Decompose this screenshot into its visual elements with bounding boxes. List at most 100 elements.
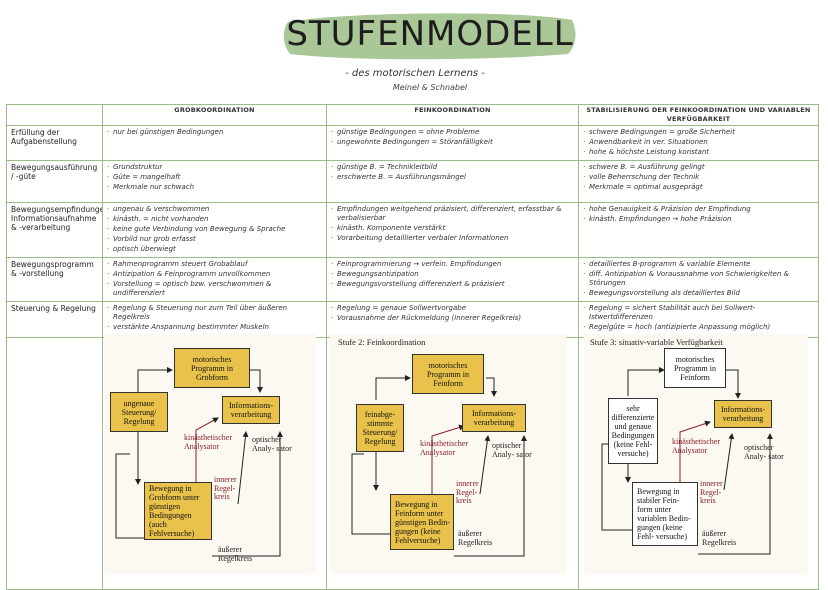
cell-item: ungenau & verschwommen bbox=[107, 205, 322, 214]
table-row: Bewegungsausführung / -güte Grundstruktu… bbox=[6, 160, 819, 203]
control-box: sehr differenzierte und genaue Bedingung… bbox=[608, 398, 658, 464]
cell-item: Regelung = sichert Stabilität auch bei S… bbox=[583, 304, 814, 322]
cell-item: verstärkte Anspannung bestimmter Muskeln bbox=[107, 323, 322, 332]
diagram-stage-2: Stufe 2: Feinkoordination motorisches Pr… bbox=[330, 334, 566, 574]
cell-item: kinästh. = nicht vorhanden bbox=[107, 215, 322, 224]
row-header: Bewegungsprogramm & -vorstellung bbox=[6, 257, 103, 302]
motor-program-box: motorisches Programm in Grobform bbox=[174, 348, 250, 388]
cell-item: keine gute Verbindung von Bewegung & Spr… bbox=[107, 225, 322, 234]
cell-item: Güte = mangelhaft bbox=[107, 173, 322, 182]
table-row: Bewegungsprogramm & -vorstellung Rahmenp… bbox=[6, 257, 819, 302]
table-cell: detailliertes B-programm & variable Elem… bbox=[578, 257, 819, 302]
cell-item: hohe & höchste Leistung konstant bbox=[583, 148, 814, 157]
page-title: STUFENMODELL bbox=[286, 14, 574, 54]
row-header: Bewegungsausführung / -güte bbox=[6, 160, 103, 203]
table-header-row: Grobkoordination Feinkoordination Stabil… bbox=[6, 104, 819, 126]
cell-item: schwere Bedingungen = große Sicherheit bbox=[583, 128, 814, 137]
table-cell: schwere B. = Ausführung gelingt volle Be… bbox=[578, 160, 819, 203]
table-cell: Feinprogrammierung → verfein. Empfindung… bbox=[326, 257, 579, 302]
cell-item: Vorbild nur grob erfasst bbox=[107, 235, 322, 244]
diagram-stage-1: motorisches Programm in Grobform ungenau… bbox=[104, 334, 316, 574]
movement-box: Bewegung in Feinform unter günstigen Bed… bbox=[390, 494, 454, 550]
table-cell: schwere Bedingungen = große Sicherheit A… bbox=[578, 125, 819, 161]
table-cell: Regelung & Steuerung nur zum Teil über ä… bbox=[102, 301, 327, 338]
optical-label: optischer Analy- sator bbox=[744, 443, 784, 461]
cell-item: Bewegungsantizipation bbox=[331, 270, 574, 279]
cell-item: diff. Antizipation & Voraussnahme von Sc… bbox=[583, 270, 814, 288]
corner-cell bbox=[6, 104, 103, 126]
kinesthetic-label: kinästhetischer Analysator bbox=[672, 437, 720, 455]
column-header: Grobkoordination bbox=[102, 104, 327, 126]
cell-item: Merkmale = optimal ausgeprägt bbox=[583, 183, 814, 192]
cell-item: Bewegungsvorstellung differenziert & prä… bbox=[331, 280, 574, 289]
cell-item: ungewohnte Bedingungen = Störanfälligkei… bbox=[331, 138, 574, 147]
cell-item: detailliertes B-programm & variable Elem… bbox=[583, 260, 814, 269]
page-authors: Meinel & Schnabel bbox=[392, 83, 468, 92]
movement-box: Bewegung in Grobform unter günstigen Bed… bbox=[144, 482, 212, 540]
cell-item: Grundstruktur bbox=[107, 163, 322, 172]
outer-loop-label: äußerer Regelkreis bbox=[458, 529, 493, 547]
title-highlight bbox=[283, 13, 576, 60]
cell-item: Rahmenprogramm steuert Grobablauf bbox=[107, 260, 322, 269]
cell-item: Vorausnahme der Rückmeldung (innerer Reg… bbox=[331, 314, 574, 323]
cell-item: Vorarbeitung detaillierter verbaler Info… bbox=[331, 234, 574, 243]
table-cell: hohe Genauigkeit & Präzision der Empfind… bbox=[578, 202, 819, 258]
control-box: feinabge- stimmte Steuerung/ Regelung bbox=[356, 404, 404, 452]
table-cell: Regelung = sichert Stabilität auch bei S… bbox=[578, 301, 819, 338]
kinesthetic-label: kinästhetischer Analysator bbox=[420, 439, 468, 457]
motor-program-box: motorisches Programm in Feinform bbox=[664, 348, 726, 388]
table-cell: ungenau & verschwommen kinästh. = nicht … bbox=[102, 202, 327, 258]
column-header: Feinkoordination bbox=[326, 104, 579, 126]
cell-item: Vorstellung = optisch bzw. verschwommen … bbox=[107, 280, 322, 298]
cell-item: nur bei günstigen Bedingungen bbox=[107, 128, 322, 137]
cell-item: Regelung = genaue Sollwertvorgabe bbox=[331, 304, 574, 313]
table-cell: günstige B. = Technikleitbild erschwerte… bbox=[326, 160, 579, 203]
table-cell: nur bei günstigen Bedingungen bbox=[102, 125, 327, 161]
stage-title: Stufe 3: situativ-variable Verfügbarkeit bbox=[590, 337, 723, 347]
title-block: STUFENMODELL bbox=[280, 10, 580, 60]
cell-item: optisch überwiegt bbox=[107, 245, 322, 254]
inner-loop-label: innerer Regel- kreis bbox=[700, 479, 723, 505]
cell-item: Bewegungsvorstellung als detailliertes B… bbox=[583, 289, 814, 298]
row-header: Erfüllung der Aufgabenstellung bbox=[6, 125, 103, 161]
cell-item: günstige Bedingungen = ohne Probleme bbox=[331, 128, 574, 137]
cell-item: kinästh. Empfindungen → hohe Präzision bbox=[583, 215, 814, 224]
cell-item: hohe Genauigkeit & Präzision der Empfind… bbox=[583, 205, 814, 214]
cell-item: erschwerte B. = Ausführungsmängel bbox=[331, 173, 574, 182]
outer-loop-label: äußerer Regelkreis bbox=[218, 545, 253, 563]
table-cell: Rahmenprogramm steuert Grobablauf Antizi… bbox=[102, 257, 327, 302]
cell-item: Empfindungen weitgehend präzisiert, diff… bbox=[331, 205, 574, 223]
information-box: Informations- verarbeitung bbox=[462, 404, 526, 432]
inner-loop-label: innerer Regel- kreis bbox=[214, 475, 237, 501]
cell-item: Regelung & Steuerung nur zum Teil über ä… bbox=[107, 304, 322, 322]
outer-loop-label: äußerer Regelkreis bbox=[702, 529, 737, 547]
row-header: Bewegungsempfindungen, Informationsaufna… bbox=[6, 202, 103, 258]
row-header: Steuerung & Regelung bbox=[6, 301, 103, 338]
cell-item: Merkmale nur schwach bbox=[107, 183, 322, 192]
table-row: Bewegungsempfindungen, Informationsaufna… bbox=[6, 202, 819, 258]
column-header: Stabilisierung der Feinkoordination und … bbox=[578, 104, 819, 126]
information-box: Informations- verarbeitung bbox=[222, 396, 280, 424]
inner-loop-label: innerer Regel- kreis bbox=[456, 479, 479, 505]
cell-item: volle Beherrschung der Technik bbox=[583, 173, 814, 182]
optical-label: optischer Analy- sator bbox=[252, 435, 292, 453]
cell-item: Feinprogrammierung → verfein. Empfindung… bbox=[331, 260, 574, 269]
motor-program-box: motorisches Programm in Feinform bbox=[412, 354, 484, 394]
information-box: Informations- verarbeitung bbox=[714, 400, 772, 428]
cell-item: günstige B. = Technikleitbild bbox=[331, 163, 574, 172]
table-cell: Grundstruktur Güte = mangelhaft Merkmale… bbox=[102, 160, 327, 203]
cell-item: Antizipation & Feinprogramm unvollkommen bbox=[107, 270, 322, 279]
optical-label: optischer Analy- sator bbox=[492, 441, 532, 459]
table-cell: Empfindungen weitgehend präzisiert, diff… bbox=[326, 202, 579, 258]
page-subtitle: - des motorischen Lernens - bbox=[345, 68, 485, 79]
stage-title: Stufe 2: Feinkoordination bbox=[338, 337, 426, 347]
control-box: ungenaue Steuerung/ Regelung bbox=[110, 392, 168, 432]
cell-item: Regelgüte = hoch (antizipierte Anpassung… bbox=[583, 323, 814, 332]
table-row: Erfüllung der Aufgabenstellung nur bei g… bbox=[6, 125, 819, 161]
cell-item: schwere B. = Ausführung gelingt bbox=[583, 163, 814, 172]
movement-box: Bewegung in stabiler Fein- form unter va… bbox=[632, 482, 698, 546]
cell-item: Anwendbarkeit in ver. Situationen bbox=[583, 138, 814, 147]
table-cell: Regelung = genaue Sollwertvorgabe Voraus… bbox=[326, 301, 579, 338]
cell-item: kinästh. Komponente verstärkt bbox=[331, 224, 574, 233]
diagram-stage-3: Stufe 3: situativ-variable Verfügbarkeit… bbox=[584, 334, 808, 574]
